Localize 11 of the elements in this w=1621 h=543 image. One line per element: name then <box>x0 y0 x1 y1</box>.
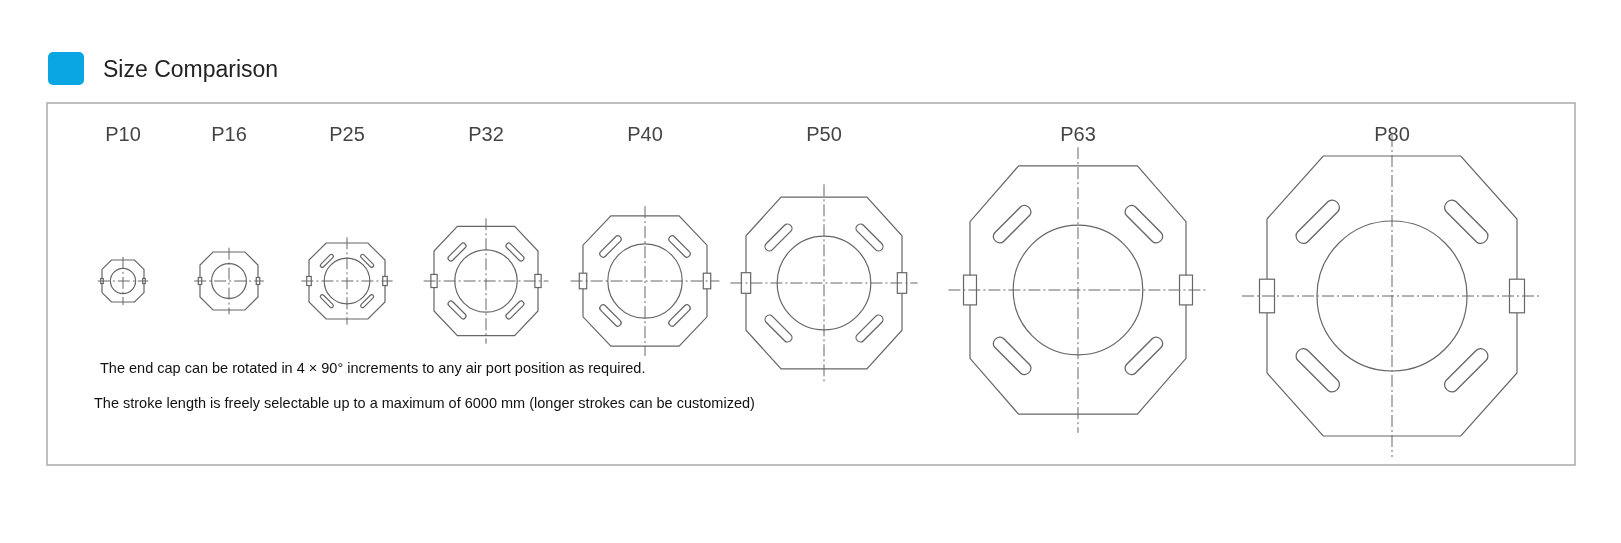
note-text: The stroke length is freely selectable up to a maximum of 6000 mm (longer strokes can be customized) <box>94 395 755 411</box>
size-label: P50 <box>805 123 843 146</box>
size-label: P16 <box>210 123 248 146</box>
size-label: P80 <box>1373 123 1411 146</box>
size-label: P32 <box>467 123 505 146</box>
size-label: P63 <box>1059 123 1097 146</box>
note-text: The end cap can be rotated in 4 × 90° increments to any air port position as required. <box>100 360 646 376</box>
size-label: P25 <box>328 123 366 146</box>
section-title: Size Comparison <box>103 56 279 83</box>
size-label: P40 <box>626 123 664 146</box>
size-label: P10 <box>104 123 142 146</box>
